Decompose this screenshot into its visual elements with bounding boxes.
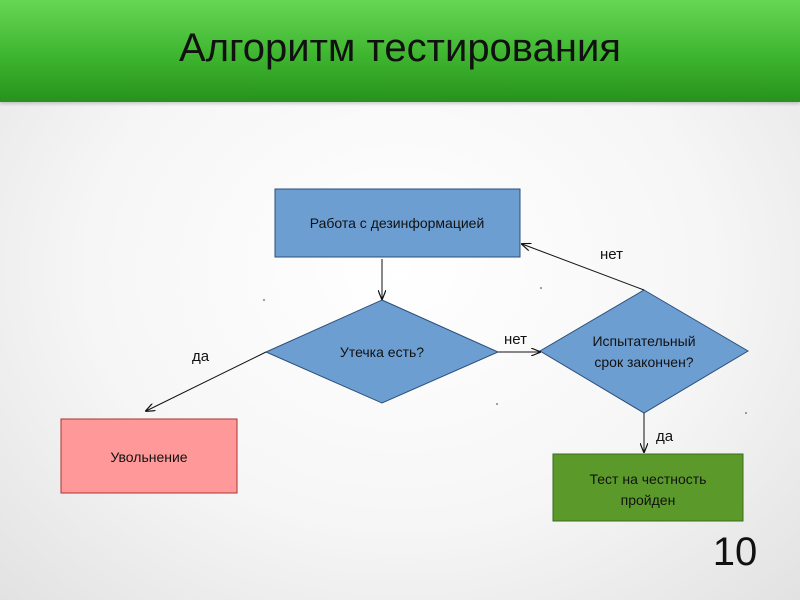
node-disinformation-box (274, 188, 521, 258)
header-bar (0, 0, 800, 102)
node-test-passed: Тест на честность пройден (552, 453, 744, 522)
node-test-passed-label-line2: пройден (621, 492, 676, 508)
connector-dot (745, 412, 747, 414)
node-probation-decision: Испытательный срок закончен? (539, 289, 749, 414)
node-probation-diamond (539, 289, 749, 414)
node-disinformation: Работа с дезинформацией (274, 188, 521, 258)
node-leak-decision: Утечка есть? (264, 299, 500, 404)
node-test-passed-box (552, 453, 744, 522)
edge-leak-yes-label: да (192, 348, 210, 365)
node-test-passed-label-line1: Тест на честность (590, 471, 707, 487)
node-leak-label: Утечка есть? (340, 344, 424, 360)
page-number: 10 (712, 530, 758, 574)
node-disinformation-label: Работа с дезинформацией (310, 215, 485, 231)
node-dismissal-label: Увольнение (110, 449, 187, 465)
node-dismissal: Увольнение (60, 418, 238, 494)
slide-title: Алгоритм тестирования (179, 26, 621, 70)
edge-leak-no-label: нет (504, 331, 527, 348)
edge-leak-yes (146, 351, 267, 411)
edge-probation-yes-label: да (656, 428, 674, 445)
connector-dot (263, 299, 265, 301)
node-dismissal-box (60, 418, 238, 494)
connector-dot (496, 403, 498, 405)
node-probation-label-line1: Испытательный (592, 333, 695, 349)
connector-dot (540, 287, 542, 289)
edge-probation-no (522, 244, 645, 291)
node-leak-diamond (264, 299, 500, 404)
node-probation-label-line2: срок закончен? (594, 354, 693, 370)
edge-probation-no-label: нет (600, 246, 623, 263)
